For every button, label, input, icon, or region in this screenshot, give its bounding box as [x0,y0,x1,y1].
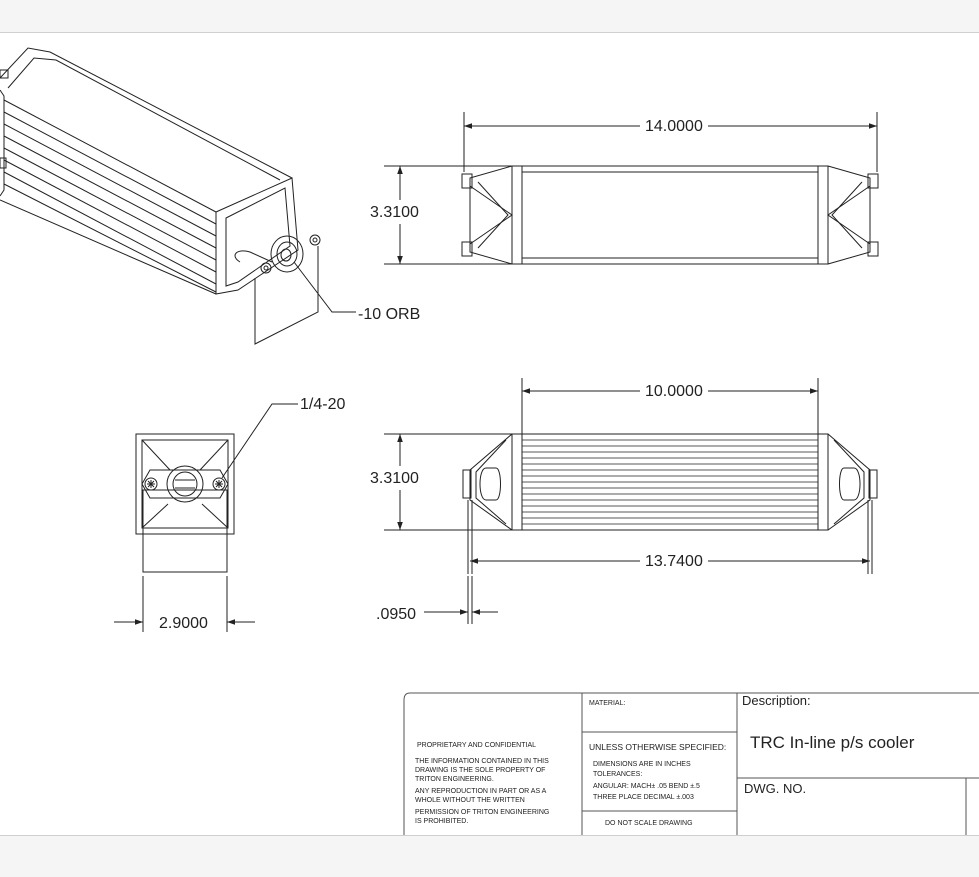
isometric-view [0,47,321,345]
proprietary-line-4: ANY REPRODUCTION IN PART OR AS A [415,788,547,795]
dim-overall-length-label: 13.7400 [645,553,703,570]
callout-thread: 1/4-20 [300,396,345,413]
engineering-drawing: -10 ORB 14.0000 3.3100 [0,47,979,835]
proprietary-line-3: TRITON ENGINEERING. [415,776,494,783]
proprietary-line-6: PERMISSION OF TRITON ENGINEERING [415,809,549,816]
end-view [135,433,235,573]
dim-top-length [463,112,878,172]
description-value: TRC In-line p/s cooler [750,733,915,752]
viewer-bottom-bar [0,836,979,877]
proprietary-heading: PROPRIETARY AND CONFIDENTIAL [417,742,536,749]
do-not-scale: DO NOT SCALE DRAWING [605,820,693,827]
material-label: MATERIAL: [589,700,625,707]
dim-end-width-label: 2.9000 [159,615,208,632]
dim-core-length-label: 10.0000 [645,383,703,400]
dim-front-height-label: 3.3100 [370,470,419,487]
description-label: Description: [742,693,811,708]
proprietary-line-2: DRAWING IS THE SOLE PROPERTY OF [415,767,545,774]
tolerance-line-2: TOLERANCES: [593,771,642,778]
tolerance-line-3: ANGULAR: MACH± .05 BEND ±.5 [593,783,700,790]
dim-core-length [521,378,819,434]
tolerance-line-4: THREE PLACE DECIMAL ±.003 [593,794,694,801]
proprietary-line-7: IS PROHIBITED. [415,818,468,825]
proprietary-line-1: THE INFORMATION CONTAINED IN THIS [415,758,549,765]
dim-end-width [114,576,255,632]
title-block-frame [403,692,979,835]
front-view [462,433,878,574]
dwg-no-label: DWG. NO. [744,781,806,796]
dim-top-length-label: 14.0000 [645,118,703,135]
unless-specified: UNLESS OTHERWISE SPECIFIED: [589,742,726,752]
proprietary-line-5: WHOLE WITHOUT THE WRITTEN [415,797,525,804]
viewer-top-bar [0,0,979,33]
dim-top-height [384,165,520,265]
callout-orb: -10 ORB [358,306,420,323]
top-view [461,165,879,265]
dim-front-height [384,433,520,531]
dim-thickness [424,576,498,624]
dim-top-height-label: 3.3100 [370,204,419,221]
dim-thickness-label: .0950 [376,606,416,623]
drawing-sheet: -10 ORB 14.0000 3.3100 [0,33,979,836]
tolerance-line-1: DIMENSIONS ARE IN INCHES [593,761,691,768]
